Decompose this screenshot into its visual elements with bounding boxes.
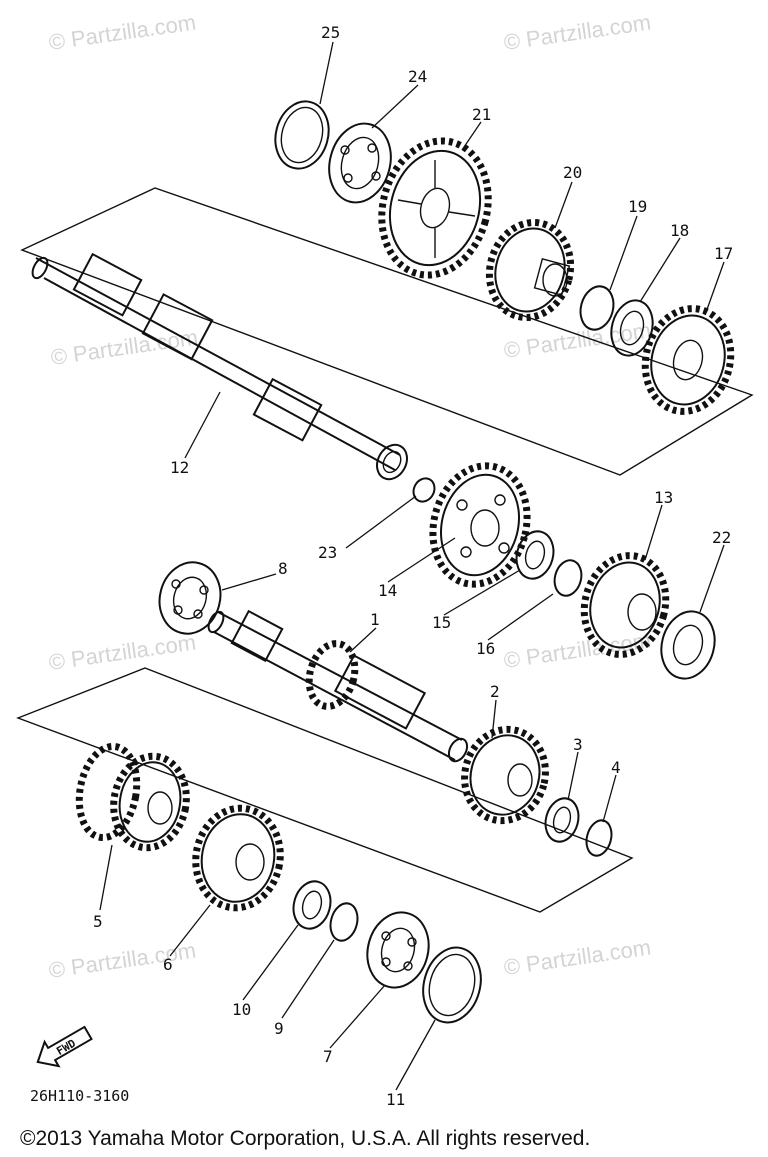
watermark: © Partzilla.com xyxy=(47,938,197,983)
watermark: © Partzilla.com xyxy=(47,10,197,55)
watermark: © Partzilla.com xyxy=(502,10,652,55)
callout-16: 16 xyxy=(476,639,495,658)
gear-5 xyxy=(75,742,190,852)
callout-25: 25 xyxy=(321,23,340,42)
gear-2 xyxy=(461,725,549,825)
diagram-code: 26H110-3160 xyxy=(30,1087,129,1105)
gear-20 xyxy=(485,218,575,322)
callout-4: 4 xyxy=(611,758,621,777)
leader-lines xyxy=(99,41,725,1091)
main-axle-12 xyxy=(31,252,408,481)
callout-5: 5 xyxy=(93,912,103,931)
watermark: © Partzilla.com xyxy=(502,935,652,980)
bearing-7 xyxy=(366,911,430,989)
fwd-label: FWD xyxy=(54,1037,78,1058)
callout-1: 1 xyxy=(370,610,380,629)
circlip-19 xyxy=(579,285,615,331)
callout-8: 8 xyxy=(278,559,288,578)
callout-2: 2 xyxy=(490,682,500,701)
callout-24: 24 xyxy=(408,67,427,86)
bearing-22 xyxy=(660,610,716,680)
circlip-4 xyxy=(585,819,613,857)
lower-assembly-frame xyxy=(16,667,634,913)
drive-axle-1 xyxy=(207,609,469,763)
callout-20: 20 xyxy=(563,163,582,182)
callout-9: 9 xyxy=(274,1019,284,1038)
callout-21: 21 xyxy=(472,105,491,124)
watermark: © Partzilla.com xyxy=(47,630,197,675)
fwd-arrow-icon: FWD xyxy=(36,1025,93,1068)
gear-21 xyxy=(378,137,492,279)
watermark: © Partzilla.com xyxy=(49,325,199,370)
bush-23 xyxy=(412,477,436,503)
callout-6: 6 xyxy=(163,955,173,974)
callout-7: 7 xyxy=(323,1047,333,1066)
callout-14: 14 xyxy=(378,581,397,600)
gear-6 xyxy=(192,804,284,912)
circlip-25 xyxy=(274,100,330,170)
circlip-11 xyxy=(422,946,482,1024)
callout-22: 22 xyxy=(712,528,731,547)
gear-17 xyxy=(641,305,735,415)
callout-11: 11 xyxy=(386,1090,405,1109)
copyright-notice: ©2013 Yamaha Motor Corporation, U.S.A. A… xyxy=(20,1127,590,1150)
washer-10 xyxy=(292,880,332,930)
callout-19: 19 xyxy=(628,197,647,216)
washer-3 xyxy=(544,797,580,843)
watermark-layer: © Partzilla.com © Partzilla.com © Partzi… xyxy=(47,10,652,983)
bearing-24 xyxy=(328,122,392,204)
callout-15: 15 xyxy=(432,613,451,632)
washer-15 xyxy=(515,530,555,580)
callout-3: 3 xyxy=(573,735,583,754)
callout-10: 10 xyxy=(232,1000,251,1019)
gear-13 xyxy=(580,552,670,658)
upper-assembly-frame xyxy=(20,187,754,476)
circlip-16 xyxy=(553,559,583,597)
part-numbers: 25 24 21 20 19 18 17 12 23 13 22 8 14 15… xyxy=(93,23,733,1109)
callout-23: 23 xyxy=(318,543,337,562)
circlip-9 xyxy=(329,902,359,942)
callout-12: 12 xyxy=(170,458,189,477)
callout-17: 17 xyxy=(714,244,733,263)
callout-18: 18 xyxy=(670,221,689,240)
callout-13: 13 xyxy=(654,488,673,507)
bearing-8 xyxy=(158,561,222,635)
